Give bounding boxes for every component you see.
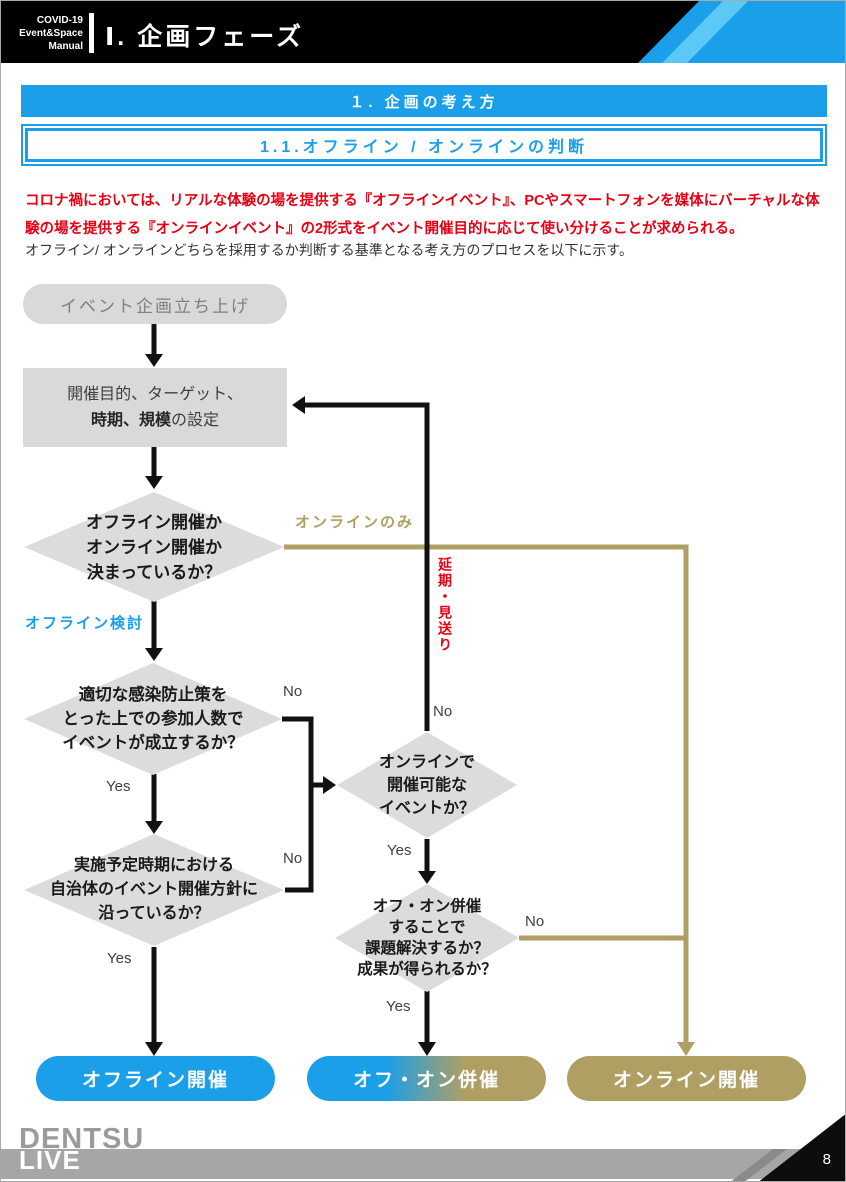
setup-node: 開催目的、ターゲット、 時期、規模の設定 bbox=[23, 368, 287, 447]
label-offline-consider: オフライン検討 bbox=[25, 615, 145, 632]
result-online: オンライン開催 bbox=[567, 1056, 806, 1101]
diamond-offline-or-online bbox=[24, 492, 284, 602]
subsection-banner-label: 1.1.オフライン / オンラインの判断 bbox=[25, 128, 823, 162]
black-connectors bbox=[151, 323, 430, 1042]
page-header: COVID-19 Event&Space Manual Ⅰ. 企画フェーズ bbox=[1, 1, 845, 63]
label-no-d5: No bbox=[525, 913, 545, 930]
footer-bar bbox=[1, 1149, 845, 1179]
page-title: Ⅰ. 企画フェーズ bbox=[105, 23, 304, 51]
label-yes-d3: Yes bbox=[107, 950, 132, 967]
brand-line: Event&Space bbox=[19, 28, 83, 39]
result-offline: オフライン開催 bbox=[36, 1056, 275, 1101]
page-number: 8 bbox=[822, 1151, 831, 1168]
decision-online-feasible: オンラインで 開催可能な イベントか？ bbox=[378, 754, 475, 817]
decision-offline-or-online: オフライン開催か オンライン開催か 決まっているか？ bbox=[86, 513, 222, 582]
corner-decoration bbox=[731, 1114, 845, 1181]
brand-line: COVID-19 bbox=[36, 15, 83, 26]
brand-block: COVID-19 Event&Space Manual bbox=[9, 14, 83, 53]
intro-highlight-text: コロナ禍においては、リアルな体験の場を提供する『オフラインイベント』、PCやスマ… bbox=[25, 193, 820, 237]
header-divider-bar bbox=[89, 13, 94, 53]
diamond-infection-control bbox=[24, 663, 282, 775]
decision-hybrid-solve: オフ・オン併催 することで 課題解決するか？ 成果が得られるか？ bbox=[357, 898, 497, 978]
label-no-d4: No bbox=[433, 703, 453, 720]
label-postpone: 延期・見送り bbox=[437, 557, 453, 653]
label-yes-d2: Yes bbox=[106, 778, 131, 795]
start-node: イベント企画立ち上げ bbox=[23, 284, 287, 324]
decision-municipal-policy: 実施予定時期における 自治体のイベント開催方針に 沿っているか？ bbox=[49, 857, 258, 922]
label-no-d3: No bbox=[283, 850, 303, 867]
label-no-d2: No bbox=[283, 683, 303, 700]
result-hybrid: オフ・オン併催 bbox=[307, 1056, 546, 1101]
setup-line1: 開催目的、ターゲット、 bbox=[67, 385, 243, 403]
gold-arrowhead-online bbox=[677, 1042, 695, 1056]
decision-infection-control: 適切な感染防止策を とった上での参加人数で イベントが成立するか？ bbox=[62, 686, 244, 752]
diamond-hybrid-solve bbox=[335, 884, 519, 992]
diamond-municipal-policy bbox=[24, 834, 284, 946]
gold-connectors bbox=[284, 544, 689, 1042]
intro-body-text: オフライン/ オンラインどちらを採用するか判断する基準となる考え方のプロセスを以… bbox=[25, 242, 633, 258]
label-online-only: オンラインのみ bbox=[295, 514, 415, 531]
decision-diamonds bbox=[24, 492, 519, 992]
header-diagonal-decoration bbox=[638, 1, 845, 63]
label-yes-d4: Yes bbox=[387, 842, 412, 859]
diamond-online-feasible bbox=[337, 732, 517, 838]
label-yes-d5: Yes bbox=[386, 998, 411, 1015]
setup-line2: 時期、規模の設定 bbox=[90, 411, 220, 429]
subsection-banner: 1.1.オフライン / オンラインの判断 bbox=[21, 124, 827, 166]
brand-line: Manual bbox=[48, 41, 83, 52]
section-banner: １. 企画の考え方 bbox=[21, 85, 827, 117]
logo-live: LIVE bbox=[19, 1145, 81, 1175]
black-arrowheads bbox=[145, 354, 436, 1056]
